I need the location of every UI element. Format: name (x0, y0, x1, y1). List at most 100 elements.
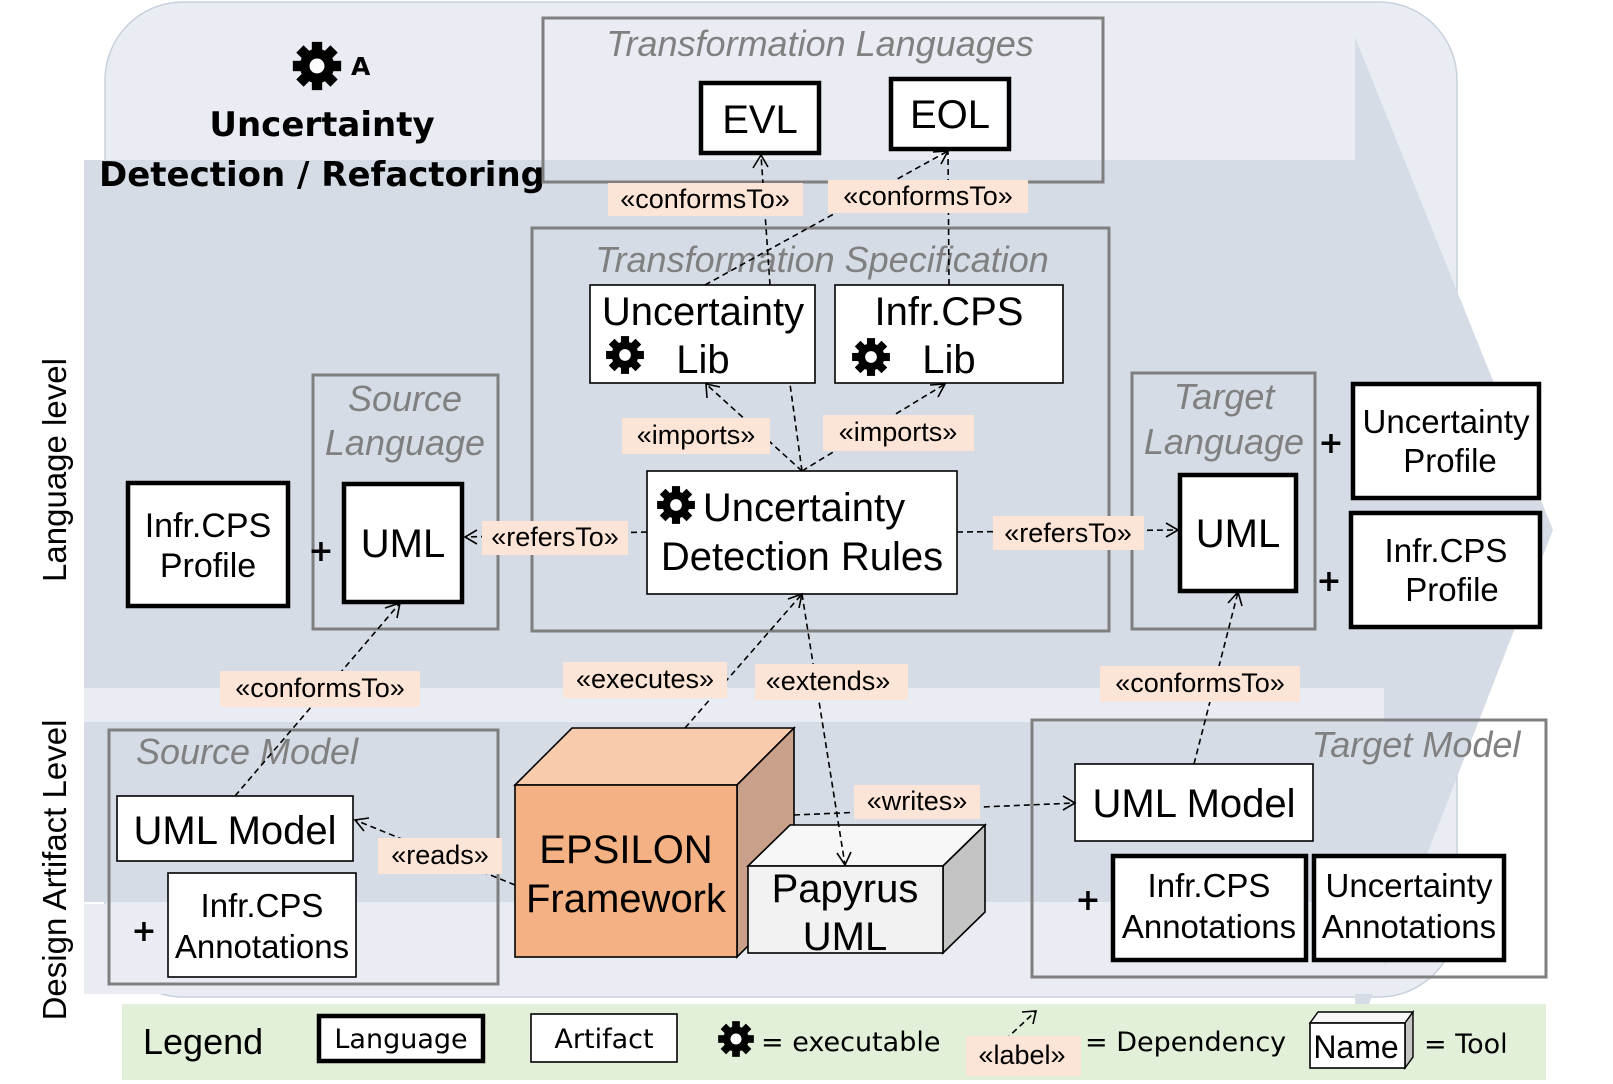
phase-title-line1: Uncertainty (209, 105, 434, 145)
legend-label-sample: «label» (978, 1040, 1065, 1070)
infr-cps-lib-line1: Infr.CPS (875, 290, 1024, 334)
source-language-title1: Source (348, 378, 462, 419)
dep-epsilon-srcmodel (354, 819, 516, 886)
legend-artifact-label: Artifact (554, 1024, 653, 1055)
transformation-languages-title: Transformation Languages (606, 23, 1034, 64)
papyrus-line2: UML (803, 915, 887, 959)
extends-label: «extends» (766, 666, 891, 696)
target-cps-annotations-line2: Annotations (1122, 908, 1296, 945)
conforms-tgt-label: «conformsTo» (1115, 668, 1285, 698)
dep-rules-papyrus (801, 593, 846, 866)
detection-rules-line2: Detection Rules (661, 535, 943, 579)
legend-dependency-line (1004, 1010, 1037, 1041)
transformation-languages-group (541, 16, 1105, 184)
legend-tool-box (1308, 1009, 1415, 1071)
source-uml-model-label: UML Model (133, 809, 336, 853)
target-cps-profile-line1: Infr.CPS (1385, 532, 1508, 569)
uncertainty-lib-line1: Uncertainty (602, 290, 804, 334)
detection-rules-gear-icon (657, 486, 695, 524)
epsilon-line2: Framework (526, 877, 727, 921)
legend-language-label: Language (334, 1024, 467, 1055)
transformation-specification-title: Transformation Specification (595, 239, 1049, 280)
source-uml-language (341, 481, 465, 605)
legend-tool-name: Name (1313, 1029, 1398, 1065)
source-infr-cps-annotations (167, 872, 357, 978)
detection-rules-line1: Uncertainty (703, 486, 905, 530)
papyrus-line1: Papyrus (772, 867, 919, 911)
source-profile-line2: Profile (160, 547, 256, 585)
infr-cps-lib-gear-icon (852, 338, 890, 376)
dep-cpslib-eol (947, 150, 950, 286)
plus-source-annotations: + (131, 914, 156, 949)
dep-unclib-eol (704, 150, 949, 286)
uncertainty-lib-gear-icon (606, 336, 644, 374)
source-language-group (311, 373, 500, 631)
phase-title-line2: Detection / Refactoring (99, 155, 545, 195)
arrowhead-evl (752, 153, 769, 169)
reads-bg (378, 838, 502, 874)
target-uml-label: UML (1196, 512, 1280, 556)
target-language-group (1130, 371, 1317, 631)
target-uml-model-label: UML Model (1092, 782, 1295, 826)
writes-bg (854, 785, 980, 819)
target-unc-profile-line1: Uncertainty (1363, 403, 1530, 440)
arrowhead-srcmodel (384, 601, 402, 619)
evl-label: EVL (722, 98, 798, 142)
conforms-src-label: «conformsTo» (235, 673, 405, 703)
target-model-title: Target Model (1312, 724, 1522, 765)
arrowhead-extends (836, 851, 852, 867)
refers-tgt-bg (993, 516, 1144, 550)
source-uml-model-artifact (116, 795, 354, 862)
target-cps-annotations-line1: Infr.CPS (1148, 867, 1271, 904)
dep-srcmodel-srcuml (234, 602, 401, 797)
arrowhead-reads (353, 817, 370, 832)
target-language-title1: Target (1174, 376, 1277, 417)
target-unc-profile-line2: Profile (1403, 442, 1497, 479)
language-level-label: Language level (36, 358, 73, 582)
refers-tgt-label: «refersTo» (1004, 518, 1132, 548)
conforms-eol-label: «conformsTo» (843, 181, 1013, 211)
plus-target-cps-profile: + (1316, 564, 1341, 599)
target-uml-model-artifact (1074, 763, 1314, 842)
epsilon-line1: EPSILON (539, 828, 712, 872)
source-model-title: Source Model (136, 731, 359, 772)
design-level-label: Design Artifact Level (36, 720, 73, 1021)
arrowhead-tgtmodel (1227, 590, 1243, 607)
evl-language (698, 80, 822, 156)
writes-label: «writes» (867, 786, 968, 816)
target-model-group (1030, 718, 1548, 979)
papyrus-uml-tool (746, 823, 987, 955)
conforms-evl-bg (608, 183, 803, 216)
source-annotations-line1: Infr.CPS (201, 887, 324, 924)
phase-letter: A (351, 52, 371, 81)
plus-target-unc-profile: + (1318, 426, 1343, 461)
source-profile-line1: Infr.CPS (145, 507, 272, 545)
source-language-title2: Language (325, 422, 485, 463)
target-unc-annotations-line2: Annotations (1322, 908, 1496, 945)
conforms-eol-bg (828, 180, 1028, 213)
conforms-tgt-bg (1100, 666, 1300, 702)
target-uncertainty-profile (1350, 381, 1542, 501)
arrowhead-source-uml (463, 529, 478, 545)
target-infr-cps-profile (1348, 510, 1543, 630)
plus-source-profile: + (308, 534, 333, 569)
refers-src-bg (482, 521, 628, 555)
imports-cps-bg (823, 415, 974, 451)
legend-artifact-box (530, 1013, 678, 1063)
source-infr-cps-profile (125, 480, 291, 609)
imports-cps-label: «imports» (839, 417, 958, 447)
eol-language (888, 76, 1012, 152)
legend-dependency-arrowhead (1021, 1010, 1038, 1025)
arrowhead-target-uml (1165, 522, 1180, 538)
dep-unclib-evl (760, 154, 771, 286)
infr-cps-lib-line2: Lib (922, 338, 975, 382)
conforms-evl-label: «conformsTo» (620, 184, 790, 214)
legend-label-bg (966, 1036, 1081, 1076)
target-infr-cps-annotations (1110, 853, 1309, 963)
refers-src-label: «refersTo» (491, 522, 619, 552)
plus-target-annotations: + (1075, 883, 1100, 918)
phase-gear-icon (292, 41, 342, 91)
conforms-src-bg (220, 671, 420, 707)
legend-executable-gear-icon (718, 1021, 754, 1057)
